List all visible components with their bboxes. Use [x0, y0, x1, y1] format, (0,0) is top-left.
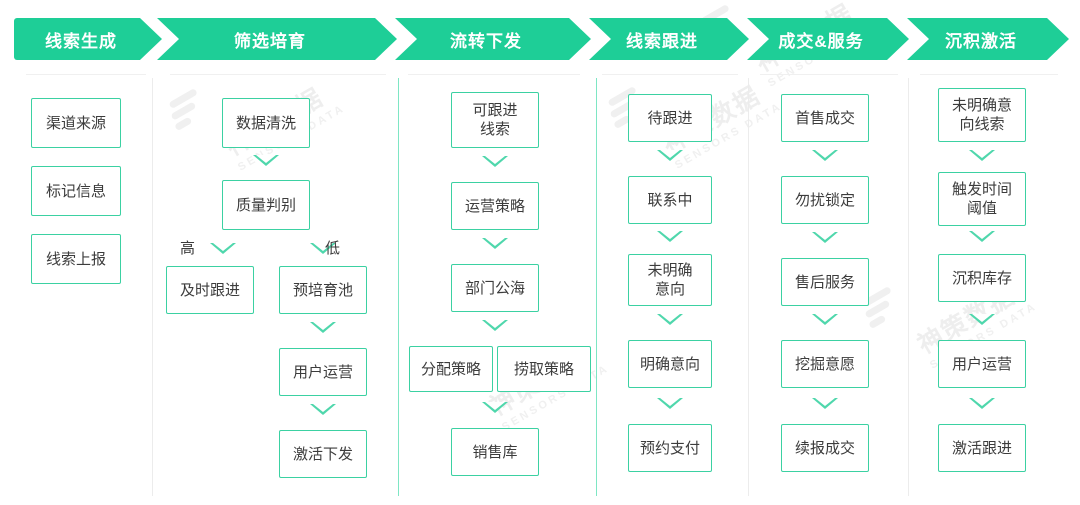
column-divider-5: [908, 78, 909, 496]
flow-node[interactable]: 销售库: [451, 428, 539, 476]
stage-underline-2: [170, 74, 386, 75]
flow-node[interactable]: 渠道来源: [31, 98, 121, 148]
flow-arrow-down-icon: [310, 322, 336, 333]
column-divider-1: [152, 78, 153, 496]
flow-node[interactable]: 续报成交: [781, 424, 869, 472]
flow-arrow-down-icon: [812, 314, 838, 325]
stage-underline-4: [602, 74, 738, 75]
flow-arrow-down-icon: [969, 150, 995, 161]
flow-node[interactable]: 标记信息: [31, 166, 121, 216]
stage-label: 线索跟进: [626, 31, 698, 51]
flow-node[interactable]: 可跟进 线索: [451, 92, 539, 148]
flow-node[interactable]: 未明确意 向线索: [938, 88, 1026, 142]
flow-arrow-down-icon: [969, 314, 995, 325]
branch-label-low: 低: [325, 240, 341, 257]
flow-node[interactable]: 明确意向: [628, 340, 712, 388]
stage-label: 筛选培育: [234, 31, 306, 51]
stage-underline-3: [408, 74, 580, 75]
stage-label: 线索生成: [45, 31, 117, 51]
flow-node[interactable]: 分配策略: [409, 346, 493, 392]
stage-underline-6: [920, 74, 1058, 75]
flow-arrow-down-icon: [657, 314, 683, 325]
flow-node[interactable]: 数据清洗: [222, 98, 310, 148]
flow-arrow-down-icon: [812, 232, 838, 243]
flow-node[interactable]: 预约支付: [628, 424, 712, 472]
branch-arrow-high-icon: [210, 243, 236, 254]
flow-arrow-down-icon: [253, 155, 279, 166]
column-divider-2: [398, 78, 399, 496]
flow-node[interactable]: 待跟进: [628, 94, 712, 142]
stage-chevron-3[interactable]: 流转下发: [395, 18, 591, 60]
branch-label-high: 高: [180, 240, 196, 257]
flow-arrow-down-icon: [482, 320, 508, 331]
column-divider-3: [596, 78, 597, 496]
flow-arrow-down-icon: [657, 150, 683, 161]
stage-chevron-2[interactable]: 筛选培育: [157, 18, 397, 60]
flow-node[interactable]: 未明确 意向: [628, 254, 712, 306]
flow-node[interactable]: 预培育池: [279, 266, 367, 314]
stage-underline-5: [760, 74, 898, 75]
flow-arrow-down-icon: [657, 231, 683, 242]
flow-arrow-down-icon: [310, 404, 336, 415]
flow-node[interactable]: 部门公海: [451, 264, 539, 312]
flow-node[interactable]: 联系中: [628, 176, 712, 224]
flow-node[interactable]: 挖掘意愿: [781, 340, 869, 388]
stage-label: 成交&服务: [778, 31, 864, 51]
flow-node[interactable]: 捞取策略: [497, 346, 591, 392]
flow-node[interactable]: 用户运营: [938, 340, 1026, 388]
stage-chevron-6[interactable]: 沉积激活: [907, 18, 1069, 60]
stage-header-band: 线索生成 筛选培育 流转下发 线索跟进 成交&服务 沉积激活: [0, 0, 1080, 62]
flow-node[interactable]: 售后服务: [781, 258, 869, 306]
column-divider-4: [748, 78, 749, 496]
flow-arrow-down-icon: [812, 150, 838, 161]
flow-arrow-down-icon: [812, 398, 838, 409]
flow-node[interactable]: 勿扰锁定: [781, 176, 869, 224]
flow-node[interactable]: 触发时间 阈值: [938, 172, 1026, 226]
stage-chevron-5[interactable]: 成交&服务: [747, 18, 909, 60]
stage-underline-1: [26, 74, 146, 75]
flow-node[interactable]: 激活下发: [279, 430, 367, 478]
stage-chevron-1[interactable]: 线索生成: [14, 18, 162, 60]
flow-arrow-down-icon: [482, 238, 508, 249]
flow-node[interactable]: 运营策略: [451, 182, 539, 230]
flow-node[interactable]: 线索上报: [31, 234, 121, 284]
branch-arrow-low-icon: [310, 243, 336, 254]
flow-arrow-down-icon: [657, 398, 683, 409]
stage-chevron-4[interactable]: 线索跟进: [589, 18, 749, 60]
flow-node[interactable]: 首售成交: [781, 94, 869, 142]
flow-arrow-down-icon: [969, 231, 995, 242]
flow-node[interactable]: 用户运营: [279, 348, 367, 396]
flow-node[interactable]: 质量判别: [222, 180, 310, 230]
stage-label: 沉积激活: [945, 31, 1017, 51]
flow-node[interactable]: 沉积库存: [938, 254, 1026, 302]
flow-node[interactable]: 及时跟进: [166, 266, 254, 314]
flow-node[interactable]: 激活跟进: [938, 424, 1026, 472]
flow-arrow-down-icon: [482, 402, 508, 413]
flow-arrow-down-icon: [482, 156, 508, 167]
flow-arrow-down-icon: [969, 398, 995, 409]
watermark-logo: [162, 84, 214, 133]
stage-label: 流转下发: [450, 31, 522, 51]
